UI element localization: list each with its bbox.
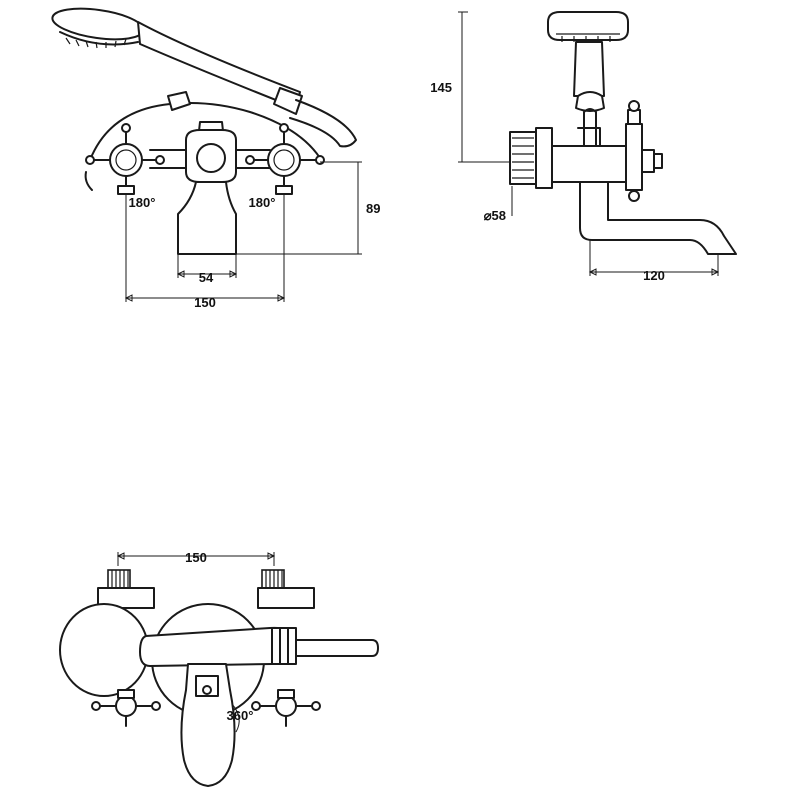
front-right-handle — [245, 123, 325, 195]
top-shower-handle — [295, 639, 379, 657]
side-spout — [579, 181, 737, 255]
side-dim-120-label: 120 — [643, 268, 665, 283]
side-dim-58-label: ⌀58 — [484, 208, 506, 223]
top-right-inlet — [257, 569, 315, 609]
top-rotation-label: 360° — [227, 708, 254, 723]
front-dim-54-label: 54 — [199, 270, 214, 285]
front-angle-left-label: 180° — [129, 195, 156, 210]
front-angle-right-label: 180° — [249, 195, 276, 210]
front-body-arch — [89, 102, 321, 161]
side-shower-head — [547, 11, 629, 42]
front-central-body — [185, 129, 237, 183]
side-view: 145 ⌀58 120 — [430, 11, 737, 283]
top-left-handle — [91, 689, 161, 727]
top-shower-head — [59, 603, 149, 697]
front-shower-head — [51, 7, 145, 49]
top-left-inlet — [97, 569, 155, 609]
top-right-handle — [251, 689, 321, 727]
front-view: 180° 180° 54 150 89 — [51, 7, 380, 310]
top-view: 150 — [59, 550, 379, 787]
front-left-handle — [85, 123, 165, 195]
side-shower-handle — [573, 41, 605, 97]
top-dim-150-label: 150 — [185, 550, 207, 565]
front-dim-89-label: 89 — [366, 201, 380, 216]
front-shower-hook — [289, 99, 357, 148]
front-spout — [177, 181, 237, 255]
front-shower-handle — [137, 21, 301, 109]
side-dim-145-label: 145 — [430, 80, 452, 95]
front-dim-150-label: 150 — [194, 295, 216, 310]
side-wall-flange — [509, 127, 553, 189]
top-spout — [180, 663, 236, 787]
